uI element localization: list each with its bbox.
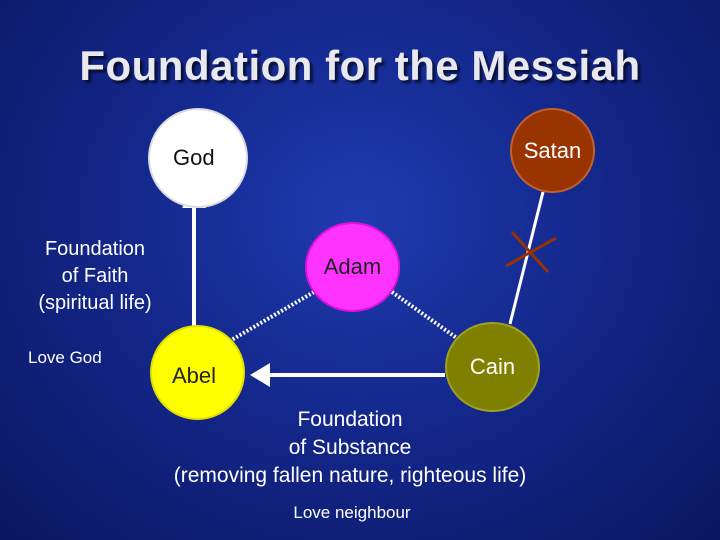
love-god-label: Love God (28, 348, 102, 367)
god-label: God (173, 145, 215, 170)
foundation-of-faith-label: Foundation of Faith (spiritual life) (20, 236, 170, 317)
adam-node: Adam (305, 222, 400, 312)
faith-line-2: of Faith (61, 265, 129, 287)
faith-line-1: Foundation (44, 238, 146, 260)
faith-line-3: (spiritual life) (38, 292, 152, 314)
love-neighbour-label: Love neighbour (293, 503, 411, 522)
satan-node: Satan (510, 108, 595, 193)
substance-line-1: Foundation (297, 408, 403, 431)
satan-cain-line (508, 191, 545, 325)
satan-label: Satan (523, 137, 582, 163)
foundation-of-substance-label: Foundation of Substance (removing fallen… (140, 406, 560, 490)
abel-label: Abel (172, 362, 217, 388)
substance-line-2: of Substance (288, 436, 412, 459)
adam-label: Adam (323, 254, 382, 279)
adam-abel-line (226, 290, 316, 344)
cain-node: Cain (445, 322, 540, 412)
abel-node: Abel (150, 325, 245, 420)
substance-arrow-head (250, 363, 270, 387)
cain-label: Cain (469, 354, 516, 379)
cross-mark-b (505, 236, 557, 268)
page-title: Foundation for the Messiah (79, 42, 641, 89)
god-node: God (148, 108, 248, 208)
substance-line-3: (removing fallen nature, righteous life) (173, 464, 527, 487)
